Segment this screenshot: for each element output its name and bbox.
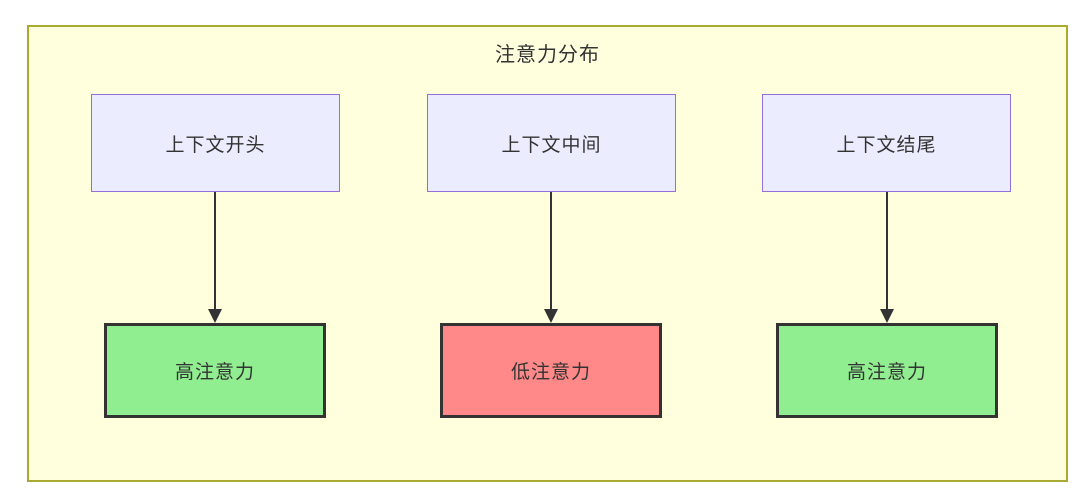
arrow-head-icon: [880, 309, 894, 323]
arrow-down-icon: [544, 192, 558, 323]
diagram-canvas: 注意力分布 上下文开头 高注意力 上下文中间 低注意力 上下文结尾: [27, 25, 1068, 482]
node-context-begin: 上下文开头: [91, 94, 340, 192]
node-attention-result: 高注意力: [104, 323, 326, 418]
node-context-middle: 上下文中间: [427, 94, 676, 192]
arrow-line: [550, 192, 552, 309]
arrow-down-icon: [880, 192, 894, 323]
diagram-title: 注意力分布: [495, 44, 600, 66]
arrow-down-icon: [208, 192, 222, 323]
node-attention-result: 高注意力: [776, 323, 998, 418]
node-context-end: 上下文结尾: [762, 94, 1011, 192]
node-attention-result: 低注意力: [440, 323, 662, 418]
arrow-head-icon: [208, 309, 222, 323]
arrow-line: [214, 192, 216, 309]
arrow-head-icon: [544, 309, 558, 323]
arrow-line: [886, 192, 888, 309]
